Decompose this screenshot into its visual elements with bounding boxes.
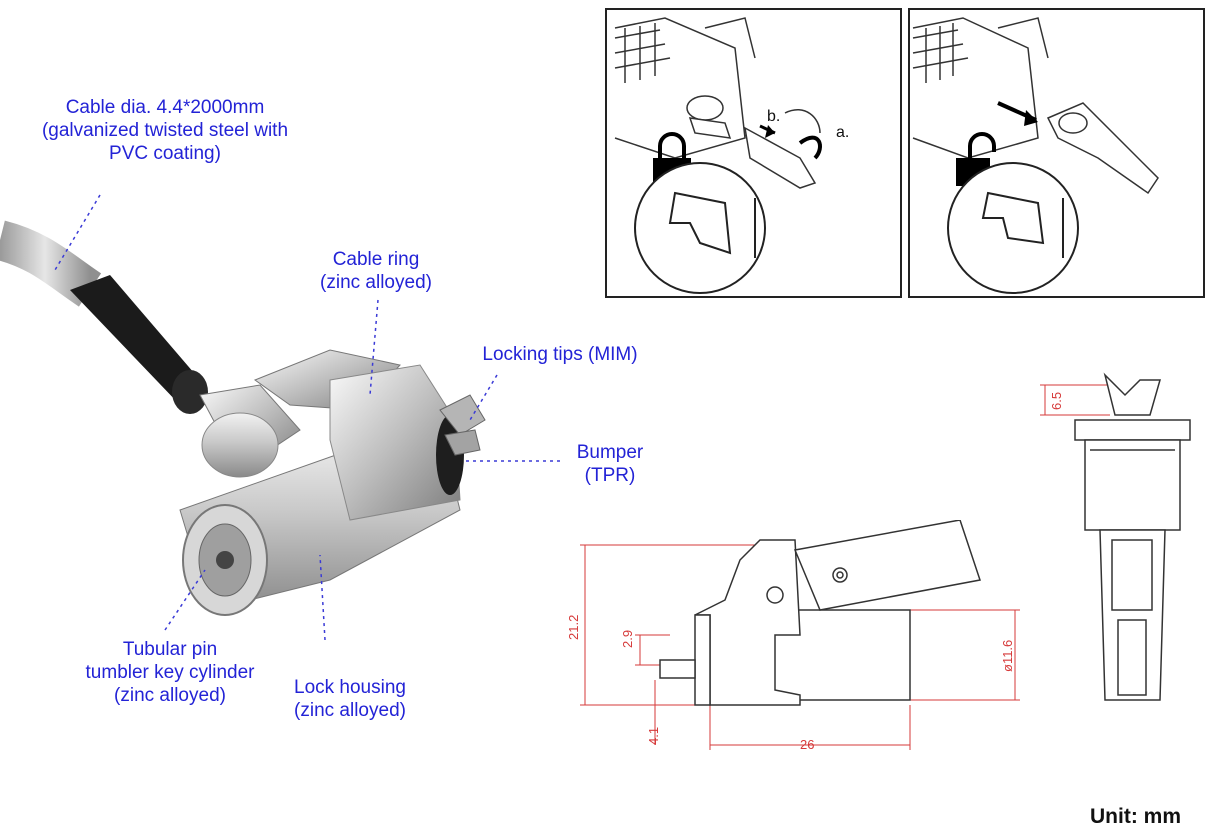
step-a-label: a.: [836, 124, 850, 141]
callout-cable-line1: Cable dia. 4.4*2000mm: [65, 97, 265, 118]
steel-cable: [0, 220, 102, 307]
locking-tips: [436, 394, 486, 495]
step-b-label: b.: [767, 108, 781, 125]
callout-key-cylinder-line1: Tubular pin: [122, 639, 218, 660]
callout-cable-line3: PVC coating): [109, 143, 221, 164]
dim-height-total: 21.2: [566, 614, 581, 640]
callout-leaders: [54, 194, 560, 641]
dim-tip-gap: 2.9: [620, 629, 635, 648]
lock-photo: [0, 220, 486, 616]
dim-tip-length: 4.1: [646, 726, 661, 745]
key-cylinder: [182, 504, 268, 616]
callout-bumper-line1: Bumper: [576, 442, 644, 463]
callout-lock-housing-line2: (zinc alloyed): [294, 700, 406, 721]
callout-bumper-line2: (TPR): [584, 465, 636, 486]
callout-cable-ring-line1: Cable ring: [332, 249, 420, 270]
instruction-panel-unlock: [908, 8, 1205, 298]
callout-cable-ring-line2: (zinc alloyed): [320, 272, 432, 293]
dim-body-diameter: ø11.6: [1000, 639, 1015, 672]
callout-cable-line2: (galvanized twisted steel with: [41, 120, 289, 141]
side-view-drawing: [580, 520, 1020, 750]
callout-key-cylinder-line2: tumbler key cylinder: [85, 662, 255, 683]
dim-body-length: 26: [800, 737, 815, 752]
unit-label: Unit: mm: [1090, 805, 1181, 828]
callout-lock-housing-line1: Lock housing: [294, 677, 406, 698]
callout-cable-ring: Cable ring (zinc alloyed): [296, 248, 456, 294]
dim-side-tip: 6.5: [1049, 391, 1064, 410]
callout-locking-tips-line1: Locking tips (MIM): [482, 344, 638, 365]
callout-lock-housing: Lock housing (zinc alloyed): [270, 676, 430, 722]
front-view-drawing: [1040, 372, 1191, 701]
callout-key-cylinder: Tubular pin tumbler key cylinder (zinc a…: [60, 638, 280, 707]
instruction-panel-lock: [605, 8, 902, 298]
callout-locking-tips: Locking tips (MIM): [460, 343, 660, 366]
callout-cable: Cable dia. 4.4*2000mm (galvanized twiste…: [0, 96, 330, 165]
callout-key-cylinder-line3: (zinc alloyed): [114, 685, 226, 706]
cable-sleeve: [70, 275, 200, 405]
callout-bumper: Bumper (TPR): [565, 441, 655, 487]
